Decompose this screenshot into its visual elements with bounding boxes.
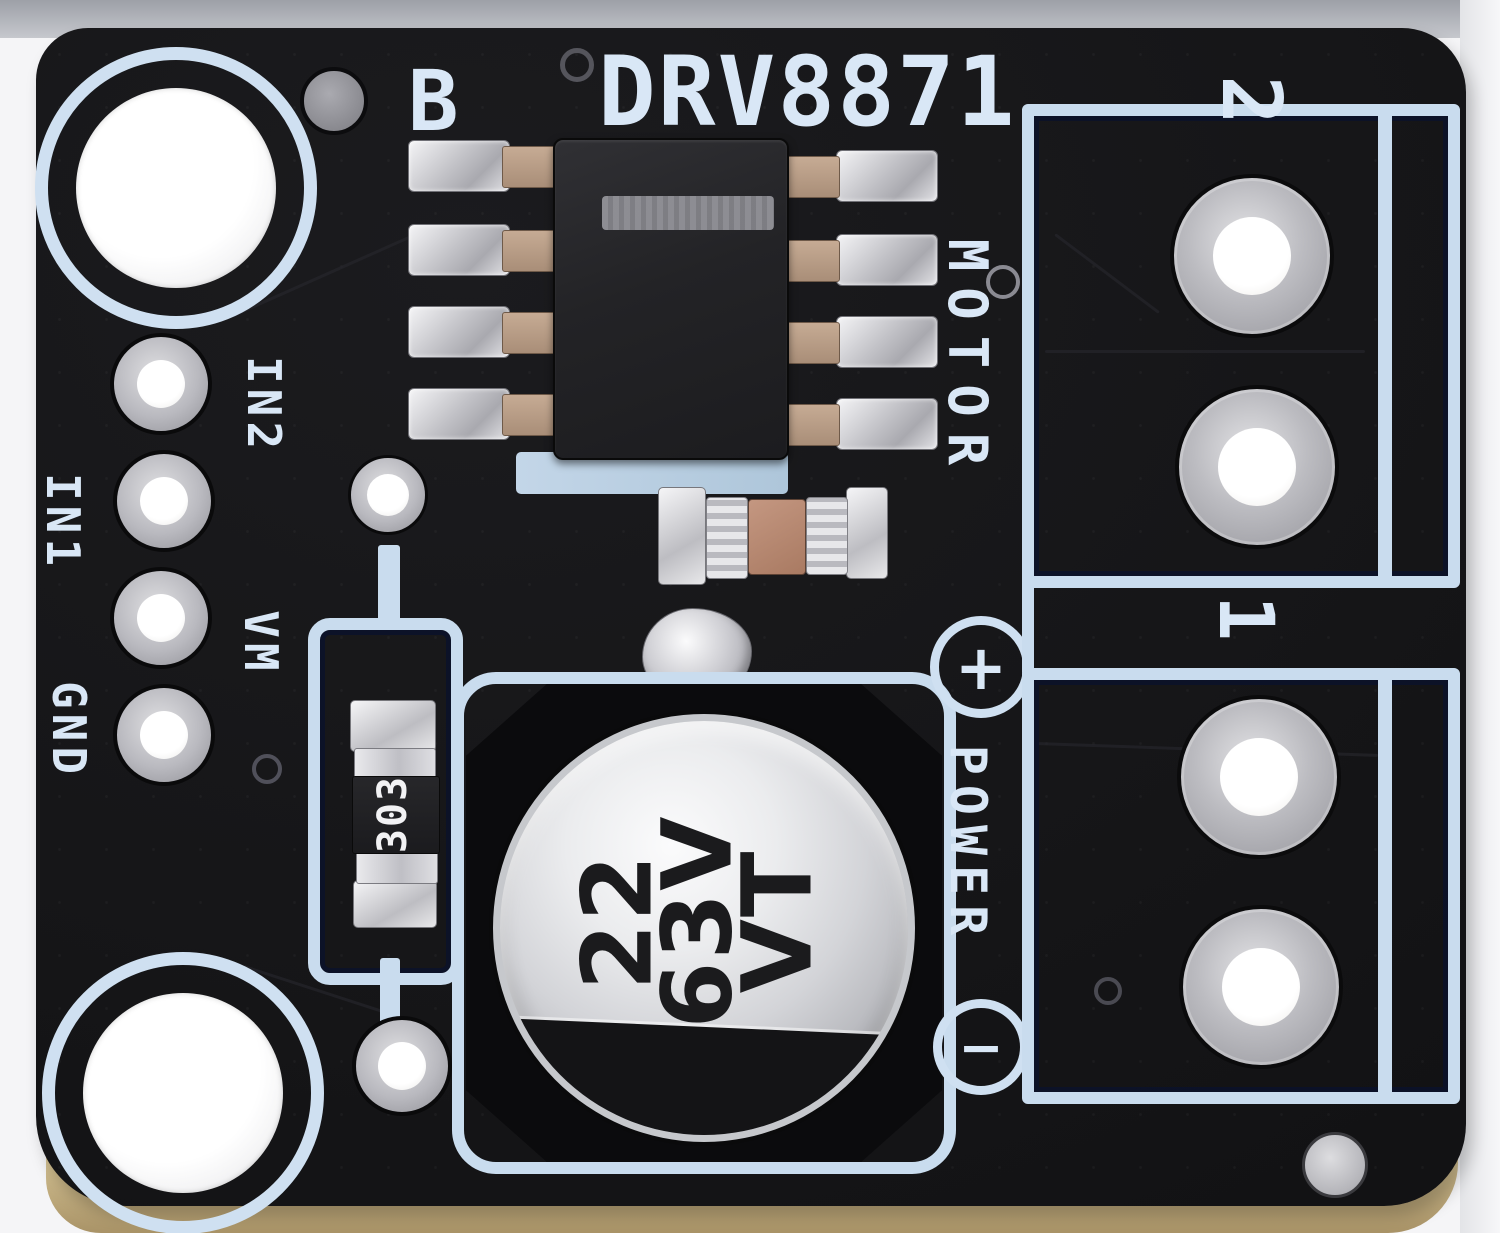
motor-terminal-divider <box>1378 110 1392 582</box>
power-label: POWER <box>939 744 997 946</box>
ic-pin-leg <box>782 404 840 446</box>
photo-background-right <box>1460 0 1500 1233</box>
pin-label-in1: IN1 <box>36 472 90 572</box>
pin-label-in2: IN2 <box>237 355 291 455</box>
pin-hole-bore <box>137 594 185 642</box>
terminal-pad-bore <box>1213 217 1291 295</box>
ic-pin-pad <box>408 388 510 440</box>
pin-label-gnd: GND <box>42 680 96 780</box>
mounting-hole-top-left <box>35 47 317 329</box>
pin-hole-gnd <box>113 684 215 786</box>
ceramic-cap-terminal <box>806 497 848 575</box>
ceramic-cap-pad <box>658 487 706 585</box>
mounting-hole-bottom-left <box>42 952 324 1233</box>
resistor-pad <box>353 880 437 928</box>
pin-label-vm: VM <box>234 610 288 676</box>
motor-label: MOTOR <box>936 238 1000 482</box>
terminal-pad-bore <box>1220 738 1298 816</box>
drv8871-ic <box>553 138 789 460</box>
ic-pin-pad <box>836 398 938 450</box>
fiducial-dot <box>300 67 368 135</box>
diode-hole <box>348 455 428 535</box>
trace-line <box>1045 350 1365 353</box>
diode-hole-bore <box>378 1042 426 1090</box>
silkscreen-part-number: DRV8871 <box>598 36 1017 148</box>
terminal-pad-motor <box>1170 174 1334 338</box>
terminal-pad-bore <box>1222 948 1300 1026</box>
silkscreen-stub <box>378 545 400 625</box>
diode-hole-bore <box>367 474 409 516</box>
motor-terminal-outline <box>1022 104 1460 588</box>
terminal-pad-motor <box>1175 385 1339 549</box>
ic-pin-pad <box>836 150 938 202</box>
pin-hole-bore <box>137 360 185 408</box>
ic-pin-leg <box>502 146 560 188</box>
ic-marking-band <box>602 196 774 230</box>
electrolytic-capacitor-can <box>493 714 915 1142</box>
ic-pin-pad <box>408 224 510 276</box>
silkscreen-stub <box>380 958 400 1030</box>
ic-pin-leg <box>502 312 560 354</box>
terminal-pad-power <box>1177 695 1341 859</box>
ic-pin-pad <box>836 234 938 286</box>
capacitor-marking: 22 63V VT <box>562 742 834 1102</box>
ceramic-capacitor <box>748 499 806 575</box>
ic-pin-leg <box>502 230 560 272</box>
silkscreen-revision: B <box>408 52 459 150</box>
mounting-hole-bore <box>76 88 276 288</box>
terminal-pad-power <box>1179 905 1343 1069</box>
ic-pin-leg <box>782 240 840 282</box>
terminal-label-1: 1 <box>1202 595 1292 641</box>
silkscreen-connector-line <box>1022 580 1034 675</box>
mounting-hole-bore <box>83 993 283 1193</box>
via-dot <box>252 754 282 784</box>
power-terminal-divider <box>1378 674 1392 1098</box>
ceramic-cap-terminal <box>706 497 748 579</box>
ic-pin-pad <box>408 306 510 358</box>
via-dot <box>560 48 594 82</box>
ic-pin-pad <box>408 140 510 192</box>
pin-hole-bore <box>140 711 188 759</box>
minus-polarity-icon: − <box>933 999 1029 1095</box>
terminal-label-2: 2 <box>1203 75 1299 125</box>
resistor-end-cap <box>356 850 438 884</box>
ceramic-cap-pad <box>846 487 888 579</box>
plus-polarity-icon: + <box>930 616 1032 718</box>
ic-pin-leg <box>782 322 840 364</box>
via-dot <box>986 265 1020 299</box>
pin-hole-vm <box>110 567 212 669</box>
ic-pin-leg <box>782 156 840 198</box>
pin-hole-bore <box>140 477 188 525</box>
test-point-dot <box>1302 1132 1368 1198</box>
smd-resistor <box>352 776 440 854</box>
capacitor-marking-line: VT <box>721 849 834 994</box>
via-dot <box>1094 977 1122 1005</box>
pin-hole-in1 <box>113 450 215 552</box>
ic-pin-leg <box>502 394 560 436</box>
power-terminal-outline <box>1022 668 1460 1104</box>
ic-pin-pad <box>836 316 938 368</box>
resistor-pad <box>350 700 436 752</box>
pin-hole-in2 <box>110 333 212 435</box>
resistor-marking: 303 <box>370 774 416 854</box>
terminal-pad-bore <box>1218 428 1296 506</box>
diode-hole <box>352 1016 452 1116</box>
